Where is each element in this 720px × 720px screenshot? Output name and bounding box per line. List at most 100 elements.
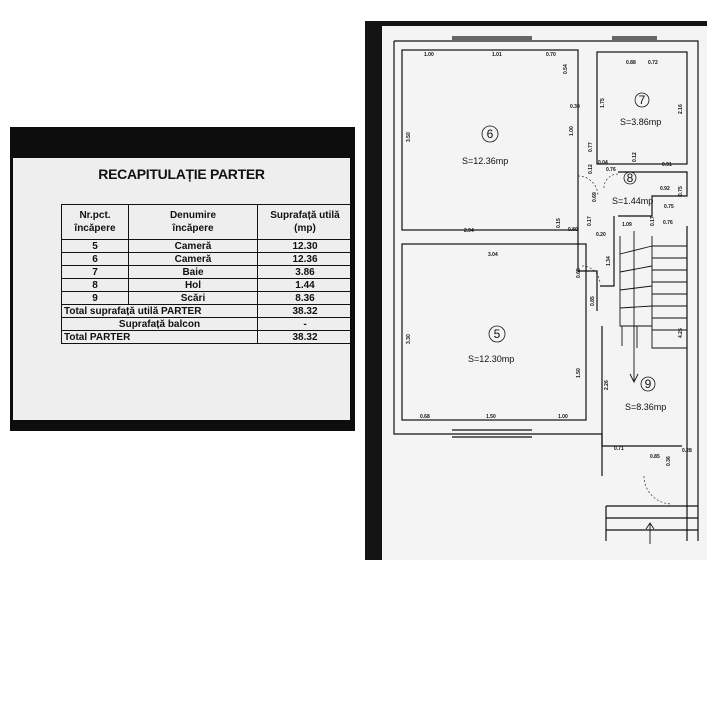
summary-table-paper: RECAPITULAȚIE PARTER Nr.pct. încăpere De… <box>13 158 353 420</box>
room-8-circle <box>623 171 637 185</box>
table-row: 6 Cameră 12.36 <box>61 252 353 266</box>
row-nr: 8 <box>61 278 129 292</box>
floor-plan-photo: 6 S=12.36mp 7 S=3.86mp 8 S=1.44mp 5 S=12… <box>365 21 707 560</box>
dim-label: 0.69 <box>592 192 598 202</box>
dimension-labels: 1.00 1.01 0.70 0.54 0.30 0.88 0.72 1.75 … <box>406 52 692 466</box>
door-swing-5 <box>581 265 601 285</box>
dim-label: 0.80 <box>568 227 578 233</box>
header-nr-line1: Nr.pct. <box>79 210 111 221</box>
dim-label: 0.77 <box>588 142 594 152</box>
table-row: 5 Cameră 12.30 <box>61 239 353 253</box>
row-area: 3.86 <box>257 265 353 279</box>
dim-label: 0.20 <box>596 232 606 238</box>
door-swing-7 <box>603 173 619 189</box>
floor-plan: 6 S=12.36mp 7 S=3.86mp 8 S=1.44mp 5 S=12… <box>393 36 699 544</box>
dim-label: 0.68 <box>420 414 430 420</box>
table-row: 8 Hol 1.44 <box>61 278 353 292</box>
total-value: 38.32 <box>257 330 353 344</box>
room-8-area: S=1.44mp <box>612 196 653 206</box>
dim-label: 0.71 <box>614 446 624 452</box>
outer-wall-left <box>393 41 603 476</box>
balcon-value: - <box>257 317 353 331</box>
window-top <box>452 36 532 40</box>
room-6-area: S=12.36mp <box>462 156 508 166</box>
dim-label: 0.36 <box>666 456 672 466</box>
row-name: Baie <box>128 265 258 279</box>
dim-label: 0.70 <box>546 52 556 58</box>
dim-label: 0.04 <box>598 160 608 166</box>
row-area: 12.30 <box>257 239 353 253</box>
header-den-line1: Denumire <box>169 210 217 221</box>
dim-label: 0.15 <box>556 218 562 228</box>
total-util-value: 38.32 <box>257 304 353 318</box>
floor-plan-paper: 6 S=12.36mp 7 S=3.86mp 8 S=1.44mp 5 S=12… <box>382 26 707 560</box>
total-label: Total PARTER <box>61 330 258 344</box>
table-header-row: Nr.pct. încăpere Denumire încăpere Supra… <box>61 204 353 240</box>
dim-label: 2.16 <box>678 104 684 114</box>
stair-arrow-head <box>629 373 639 384</box>
header-den-line2: încăpere <box>172 223 214 234</box>
room-9-wall <box>601 326 682 447</box>
dim-label: 1.34 <box>606 256 612 266</box>
room-8-wall <box>618 171 688 217</box>
dim-label: 0.85 <box>650 454 660 460</box>
dim-label: 2.26 <box>604 380 610 390</box>
row-name: Cameră <box>128 252 258 266</box>
summary-table-photo: RECAPITULAȚIE PARTER Nr.pct. încăpere De… <box>10 127 355 431</box>
stair-winders <box>619 245 653 309</box>
room-8-number: 8 <box>627 171 634 185</box>
room-6-number: 6 <box>487 127 494 141</box>
dim-label: 0.76 <box>663 220 673 226</box>
row-name: Hol <box>128 278 258 292</box>
table-row: 7 Baie 3.86 <box>61 265 353 279</box>
header-sup-line1: Suprafață utilă <box>270 210 340 221</box>
dim-label: 1.09 <box>622 222 632 228</box>
partition-wall <box>577 230 598 311</box>
header-denumire: Denumire încăpere <box>128 204 258 240</box>
dim-label: 0.30 <box>570 104 580 110</box>
dim-label: 1.00 <box>424 52 434 58</box>
dim-label: 3.50 <box>406 132 412 142</box>
dim-label: 1.00 <box>558 414 568 420</box>
dim-label: 1.01 <box>492 52 502 58</box>
room-7-number: 7 <box>639 93 646 107</box>
dim-label: 0.85 <box>590 296 596 306</box>
dim-label: 0.76 <box>606 167 616 173</box>
total-util-row: Total suprafață utilă PARTER 38.32 <box>61 304 353 318</box>
stair-core <box>651 236 687 349</box>
dim-label: 0.17 <box>650 216 656 226</box>
walls <box>393 36 699 541</box>
room-7-circle <box>634 92 650 108</box>
room-6-circle <box>481 125 499 143</box>
dim-label: 1.00 <box>569 126 575 136</box>
room-9-circle <box>640 376 656 392</box>
row-nr: 5 <box>61 239 129 253</box>
dim-label: 0.28 <box>682 448 692 454</box>
room-6-wall <box>401 49 579 231</box>
row-area: 1.44 <box>257 278 353 292</box>
door-swings <box>577 173 673 505</box>
dim-label: 0.17 <box>587 216 593 226</box>
room-9-area: S=8.36mp <box>625 402 666 412</box>
table-title: RECAPITULAȚIE PARTER <box>98 166 265 182</box>
dim-label: 0.91 <box>662 162 672 168</box>
outer-wall <box>394 40 699 541</box>
header-nr: Nr.pct. încăpere <box>61 204 129 240</box>
table-row: 9 Scări 8.36 <box>61 291 353 305</box>
dim-label: 3.30 <box>406 334 412 344</box>
entrance-arrow <box>645 522 655 544</box>
room-labels: 6 S=12.36mp 7 S=3.86mp 8 S=1.44mp 5 S=12… <box>462 92 666 412</box>
dim-label: 1.50 <box>486 414 496 420</box>
window-bottom <box>452 429 532 438</box>
row-nr: 9 <box>61 291 129 305</box>
dim-label: 0.12 <box>632 152 638 162</box>
room-7-wall <box>596 51 688 165</box>
room-7-area: S=3.86mp <box>620 117 661 127</box>
dim-label: 0.75 <box>678 186 684 196</box>
recap-table: Nr.pct. încăpere Denumire încăpere Supra… <box>61 204 353 344</box>
header-sup-line2: (mp) <box>294 223 316 234</box>
dim-label: 2.94 <box>464 228 474 234</box>
header-suprafata: Suprafață utilă (mp) <box>257 204 353 240</box>
row-nr: 6 <box>61 252 129 266</box>
balcon-label: Suprafață balcon <box>61 317 258 331</box>
